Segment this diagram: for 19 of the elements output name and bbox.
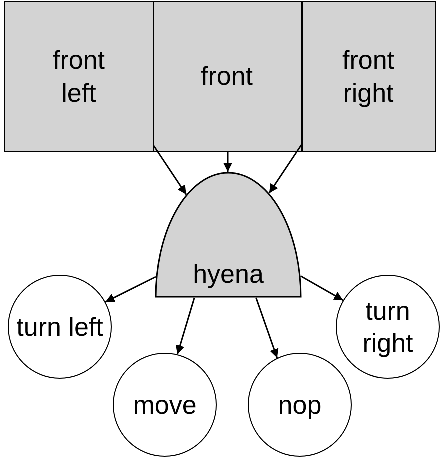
- arrow: [300, 276, 344, 302]
- sensor-box: [152, 1, 302, 152]
- arrow: [256, 298, 279, 358]
- node-label: front right: [341, 44, 396, 109]
- node-label: front left: [52, 44, 106, 109]
- sensor-box: [302, 1, 436, 152]
- arrow: [268, 142, 304, 194]
- node-label: turn right: [362, 294, 414, 360]
- agent-dome: [155, 172, 302, 298]
- arrow: [224, 152, 232, 172]
- node-label: nop: [278, 388, 322, 422]
- arrow: [153, 146, 188, 196]
- node-label: front: [200, 60, 254, 93]
- sensor-box: [4, 1, 154, 152]
- node-label: hyena: [193, 258, 264, 290]
- node-label: turn left: [16, 310, 104, 344]
- node-label: move: [133, 388, 197, 422]
- arrow: [176, 298, 196, 355]
- arrow: [105, 276, 156, 303]
